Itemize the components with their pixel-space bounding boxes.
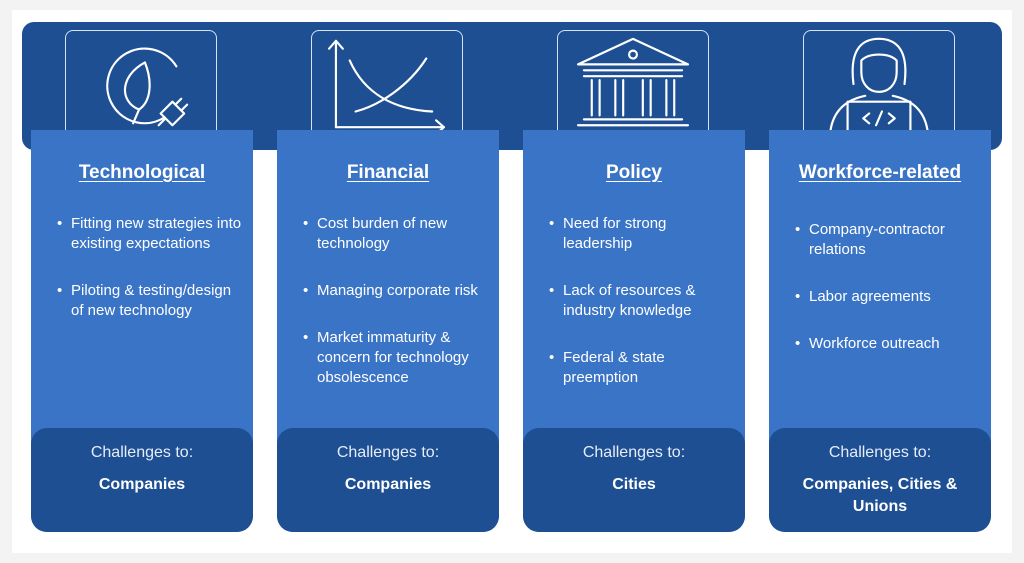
footer-value: Companies, Cities & Unions [802, 476, 958, 515]
column-financial: Financial Cost burden of new technology … [277, 130, 499, 532]
bullet-item: Lack of resources & industry knowledge [549, 281, 735, 321]
challenges-footer: Challenges to: Companies [277, 428, 499, 532]
bullet-item: Federal & state preemption [549, 348, 735, 388]
bullet-list: Fitting new strategies into existing exp… [57, 214, 243, 348]
icon-banner [22, 22, 1002, 150]
column-heading: Technological [78, 162, 206, 183]
challenges-footer: Challenges to: Companies [31, 428, 253, 532]
bullet-list: Need for strong leadership Lack of resou… [549, 214, 735, 415]
challenges-footer: Challenges to: Cities [523, 428, 745, 532]
bullet-item: Fitting new strategies into existing exp… [57, 214, 243, 254]
challenges-footer: Challenges to: Companies, Cities & Union… [769, 428, 991, 532]
column-heading: Workforce-related [798, 162, 962, 183]
cost-curve-icon [311, 30, 463, 140]
bullet-item: Need for strong leadership [549, 214, 735, 254]
worker-laptop-icon [803, 30, 955, 140]
bullet-list: Company-contractor relations Labor agree… [795, 220, 981, 381]
footer-label: Challenges to: [828, 444, 932, 461]
bullet-item: Company-contractor relations [795, 220, 981, 260]
bullet-item: Workforce outreach [795, 334, 981, 354]
footer-value: Companies [344, 476, 432, 493]
column-policy: Policy Need for strong leadership Lack o… [523, 130, 745, 532]
bullet-list: Cost burden of new technology Managing c… [303, 214, 489, 415]
bullet-item: Labor agreements [795, 287, 981, 307]
column-heading: Policy [606, 162, 662, 183]
footer-value: Companies [98, 476, 186, 493]
government-building-icon [557, 30, 709, 140]
footer-label: Challenges to: [582, 444, 686, 461]
footer-value: Cities [612, 476, 656, 493]
column-technological: Technological Fitting new strategies int… [31, 130, 253, 532]
footer-label: Challenges to: [336, 444, 440, 461]
footer-label: Challenges to: [90, 444, 194, 461]
bullet-item: Market immaturity & concern for technolo… [303, 328, 489, 388]
bullet-item: Piloting & testing/design of new technol… [57, 281, 243, 321]
column-workforce-related: Workforce-related Company-contractor rel… [769, 130, 991, 532]
leaf-plug-icon [65, 30, 217, 140]
column-heading: Financial [346, 162, 430, 183]
bullet-item: Cost burden of new technology [303, 214, 489, 254]
bullet-item: Managing corporate risk [303, 281, 489, 301]
